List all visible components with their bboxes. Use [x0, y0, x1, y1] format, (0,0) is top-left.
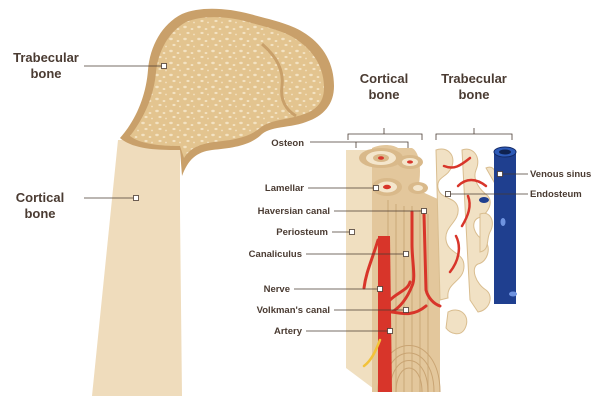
- label-periosteum: Periosteum: [276, 227, 328, 238]
- structure-labels: Osteon Lamellar Haversian canal Perioste…: [249, 138, 592, 337]
- cortical-marker: [133, 195, 139, 201]
- femur-trabecular-label-l2: bone: [30, 66, 61, 81]
- femur-shaft: [92, 140, 182, 396]
- venous-sinus-marker: [497, 171, 503, 177]
- trabecular-marker: [161, 63, 167, 69]
- trabecular-bracket: [435, 128, 513, 140]
- trabecular-lattice: [435, 148, 497, 335]
- label-osteon: Osteon: [271, 138, 304, 149]
- femur-trabecular-label-l1: Trabecular: [13, 50, 79, 65]
- header-brackets: [310, 128, 513, 148]
- nerve-fiber: [362, 338, 382, 368]
- cortical-header-l1: Cortical: [360, 71, 408, 86]
- periosteum-layer: [346, 150, 378, 392]
- femur-head-trabecular: [130, 17, 324, 158]
- femur-cortical-label-l1: Cortical: [16, 190, 64, 205]
- osteon-bracket: [310, 141, 409, 148]
- artery-marker: [387, 328, 393, 334]
- canaliculus-marker: [403, 251, 409, 257]
- bone-section-illustration: [346, 145, 517, 393]
- periosteum-marker: [349, 229, 355, 235]
- femur-illustration: [92, 8, 334, 396]
- osteon-rings: [359, 148, 428, 196]
- trabecular-header-l2: bone: [458, 87, 489, 102]
- label-canaliculus: Canaliculus: [249, 249, 302, 260]
- label-volkmans-canal: Volkman's canal: [257, 305, 330, 316]
- label-venous-sinus: Venous sinus: [530, 169, 591, 180]
- nerve-marker: [377, 286, 383, 292]
- volkmans-marker: [403, 307, 409, 313]
- section-headers: Cortical bone Trabecular bone: [360, 71, 507, 102]
- label-haversian-canal: Haversian canal: [258, 206, 330, 217]
- lamellar-marker: [373, 185, 379, 191]
- femur-labels: Trabecular bone Cortical bone: [13, 50, 79, 221]
- trabecular-header-l1: Trabecular: [441, 71, 507, 86]
- endosteum-marker: [445, 191, 451, 197]
- label-lamellar: Lamellar: [265, 183, 304, 194]
- epiphyseal-line: [261, 42, 297, 118]
- artery-vessels: [362, 210, 442, 392]
- venous-sinus: [479, 146, 517, 304]
- cortical-header-l2: bone: [368, 87, 399, 102]
- haversian-marker: [421, 208, 427, 214]
- cortical-bracket: [347, 128, 423, 140]
- label-nerve: Nerve: [264, 284, 290, 295]
- label-artery: Artery: [274, 326, 303, 337]
- trabecular-vessels: [442, 156, 488, 274]
- label-endosteum: Endosteum: [530, 189, 582, 200]
- leader-lines: [84, 63, 528, 334]
- femur-cortical-label-l2: bone: [24, 206, 55, 221]
